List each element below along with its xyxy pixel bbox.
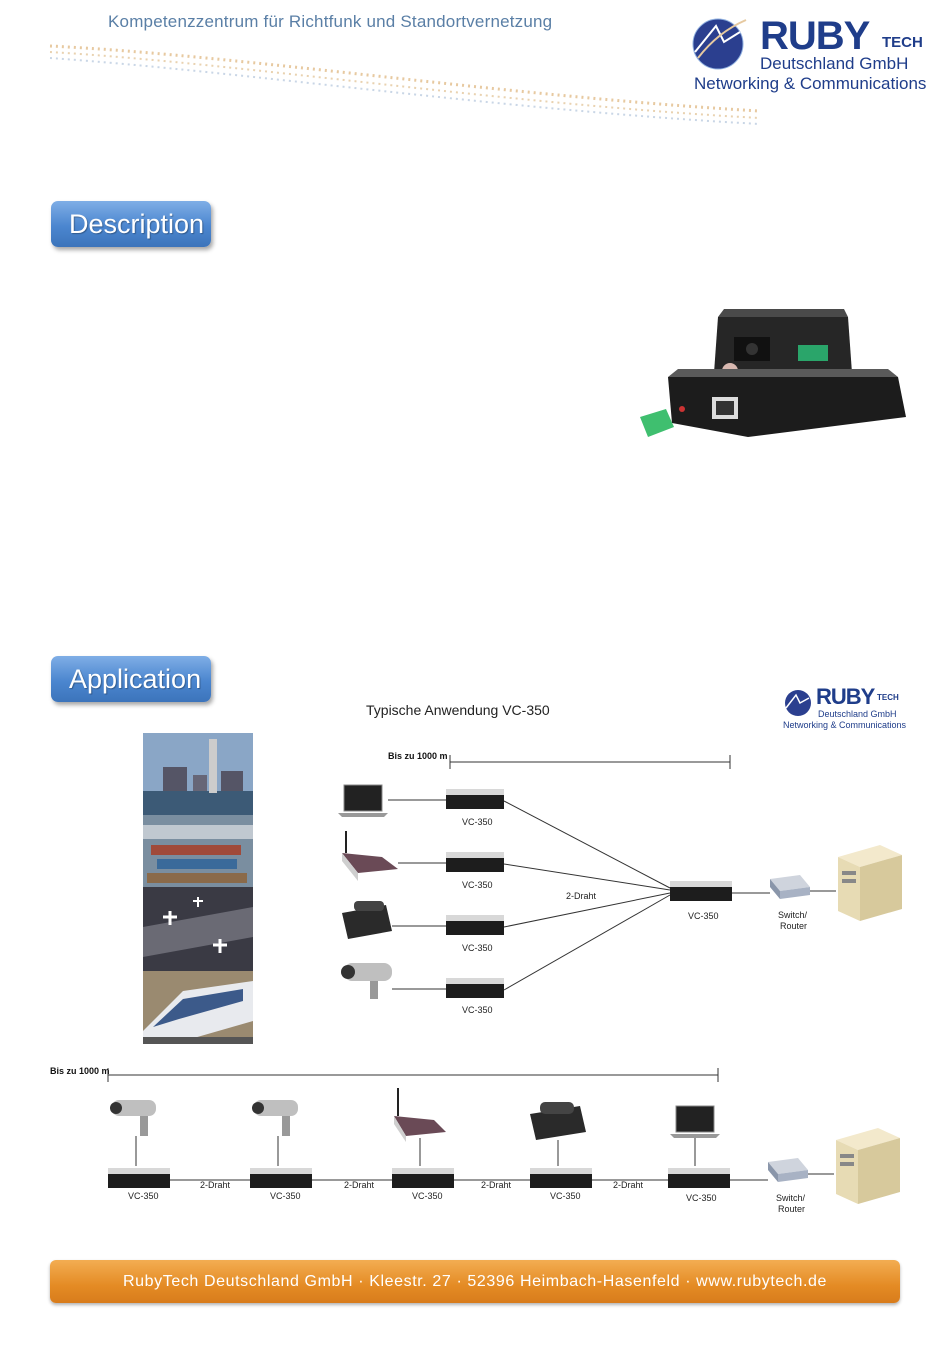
logo-tagline: Networking & Communications xyxy=(694,74,927,93)
chain-wire-label-4: 2-Draht xyxy=(613,1180,644,1190)
harbor-photo xyxy=(143,815,253,887)
server-tower-icon xyxy=(836,1128,900,1204)
company-logo: RUBY TECH Deutschland GmbH Networking & … xyxy=(690,6,930,106)
application-heading: Application xyxy=(51,656,211,702)
logo-ruby-text: RUBY xyxy=(760,14,870,58)
diagram-logo-subtitle: Deutschland GmbH xyxy=(818,709,897,719)
high-speed-train-photo xyxy=(143,971,253,1044)
logo-subtitle: Deutschland GmbH xyxy=(760,54,909,73)
network-switch-icon xyxy=(770,875,810,899)
vc350-device-icon xyxy=(446,789,504,809)
server-tower-icon xyxy=(838,845,902,921)
vc350-device-icon xyxy=(530,1168,592,1188)
chain-wire-label-3: 2-Draht xyxy=(481,1180,512,1190)
chain-device-label-3: VC-350 xyxy=(412,1191,443,1201)
industrial-plant-photo xyxy=(143,733,253,815)
diagram-logo-tech: TECH xyxy=(877,693,899,702)
network-switch-icon xyxy=(768,1158,808,1182)
surveillance-camera-icon xyxy=(341,963,392,999)
chain-device-label-5: VC-350 xyxy=(686,1193,717,1203)
device-label-2: VC-350 xyxy=(462,880,493,890)
chain-device-label-4: VC-350 xyxy=(550,1191,581,1201)
vc350-device-icon xyxy=(668,1168,730,1188)
chain-wire-label-1: 2-Draht xyxy=(200,1180,231,1190)
switch-label-line2: Router xyxy=(780,921,808,931)
logo-tech-text: TECH xyxy=(882,34,923,51)
star-topology-diagram xyxy=(338,755,902,999)
vc350-device-icon xyxy=(392,1168,454,1188)
surveillance-camera-icon xyxy=(110,1100,156,1136)
surveillance-camera-icon xyxy=(252,1100,298,1136)
telephone-icon xyxy=(530,1102,586,1140)
chain-wire-label-2: 2-Draht xyxy=(344,1180,375,1190)
diagram-logo-ruby: RUBY xyxy=(816,684,875,709)
header-tagline: Kompetenzzentrum für Richtfunk und Stand… xyxy=(108,12,553,31)
wire-label-star: 2-Draht xyxy=(566,891,597,901)
wireless-router-icon xyxy=(342,831,398,881)
vc350-device-icon xyxy=(250,1168,312,1188)
device-label-1: VC-350 xyxy=(462,817,493,827)
chain-switch-label-line1: Switch/ xyxy=(776,1193,806,1203)
chain-device-label-1: VC-350 xyxy=(128,1191,159,1201)
vc350-product-photo xyxy=(640,309,906,437)
device-label-3: VC-350 xyxy=(462,943,493,953)
laptop-icon xyxy=(670,1105,720,1138)
description-heading: Description xyxy=(51,201,211,247)
vc350-device-icon xyxy=(446,915,504,935)
telephone-icon xyxy=(342,901,392,939)
airport-photo xyxy=(143,887,253,971)
distance-label-top: Bis zu 1000 m xyxy=(388,751,448,761)
chain-device-label-2: VC-350 xyxy=(270,1191,301,1201)
vc350-device-icon xyxy=(446,852,504,872)
laptop-icon xyxy=(338,784,388,817)
wireless-router-icon xyxy=(394,1088,446,1142)
device-label-4: VC-350 xyxy=(462,1005,493,1015)
diagram-logo: RUBY TECH Deutschland GmbH Networking & … xyxy=(783,684,907,734)
globe-icon xyxy=(692,18,747,70)
globe-icon xyxy=(785,690,811,716)
switch-label-line1: Switch/ xyxy=(778,910,808,920)
vc350-device-icon xyxy=(670,881,732,901)
footer-address-bar: RubyTech Deutschland GmbH · Kleestr. 27 … xyxy=(50,1260,900,1303)
distance-label-bottom: Bis zu 1000 m xyxy=(50,1066,110,1076)
decorative-dotted-wave xyxy=(49,44,760,125)
diagram-logo-tagline: Networking & Communications xyxy=(783,720,907,730)
vc350-device-icon xyxy=(108,1168,170,1188)
vc350-device-icon xyxy=(446,978,504,998)
chain-topology-diagram xyxy=(107,1068,900,1204)
device-label-central: VC-350 xyxy=(688,911,719,921)
chain-switch-label-line2: Router xyxy=(778,1204,806,1214)
diagram-title: Typische Anwendung VC-350 xyxy=(366,702,550,718)
